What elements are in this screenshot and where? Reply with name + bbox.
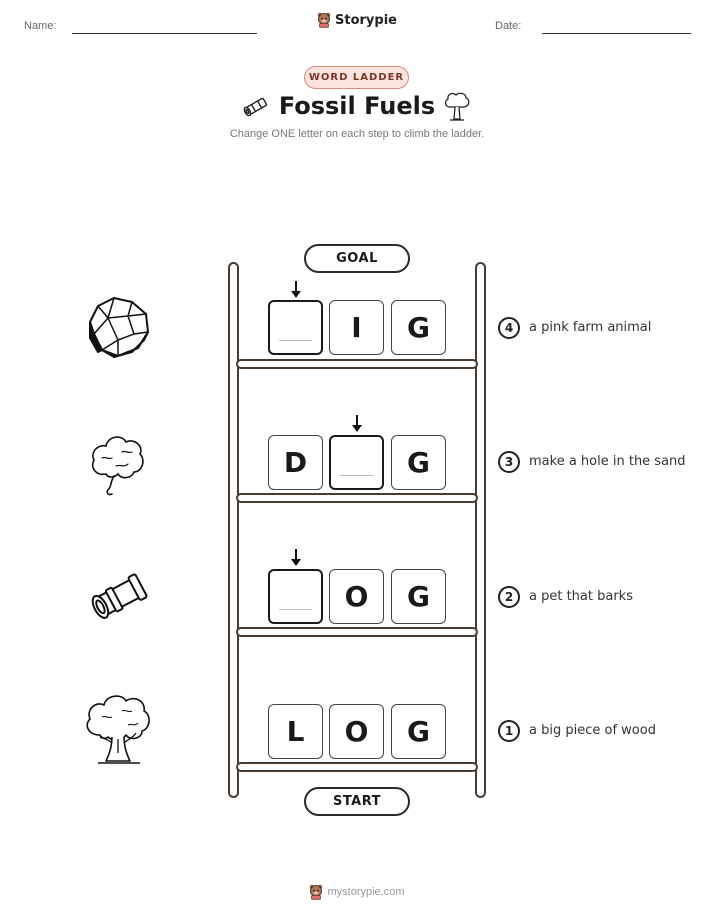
page-title: Fossil Fuels [278, 92, 436, 120]
pipe-icon [91, 573, 148, 619]
activity-badge: WORD LADDER [304, 66, 409, 89]
smoke-icon [91, 436, 144, 496]
step-number: 2 [498, 586, 520, 608]
letter-box-blank[interactable] [329, 435, 384, 490]
letter-box: G [391, 435, 446, 490]
clue-text: a big piece of wood [529, 723, 656, 738]
tree-icon [86, 695, 150, 764]
letter: G [407, 580, 430, 613]
letter-box: O [329, 569, 384, 624]
letter: G [407, 715, 430, 748]
footer: mystorypie.com [0, 884, 714, 900]
storypie-mascot-icon [310, 884, 323, 900]
letter-box: L [268, 704, 323, 759]
ladder-rung [236, 493, 478, 503]
letter-box-blank[interactable] [268, 569, 323, 624]
letter: D [283, 446, 308, 479]
arrow-down-icon [291, 549, 301, 566]
brand-logo: Storypie [0, 12, 714, 28]
start-label: START [304, 787, 410, 816]
step-number: 1 [498, 720, 520, 742]
storypie-mascot-icon [317, 12, 331, 28]
letter-box-blank[interactable] [268, 300, 323, 355]
letter-box: G [391, 300, 446, 355]
letter: I [351, 311, 362, 344]
date-label: Date: [495, 20, 522, 32]
write-line [279, 609, 312, 610]
clue-text: a pet that barks [529, 589, 633, 604]
letter-box: D [268, 435, 323, 490]
arrow-down-icon [291, 281, 301, 298]
ladder-rung [236, 359, 478, 369]
letter-box: G [391, 569, 446, 624]
clue-text: a pink farm animal [529, 320, 652, 335]
step-number: 3 [498, 451, 520, 473]
letter: O [344, 580, 369, 613]
ladder-rung [236, 627, 478, 637]
brand-name: Storypie [335, 12, 397, 28]
ladder-rail-right [475, 262, 486, 798]
letter: O [344, 715, 369, 748]
arrow-down-icon [352, 415, 362, 432]
ladder-rail-left [228, 262, 239, 798]
write-line [340, 475, 373, 476]
goal-label: GOAL [304, 244, 410, 273]
letter: G [407, 446, 430, 479]
write-line [279, 340, 312, 341]
letter: G [407, 311, 430, 344]
letter: L [286, 715, 305, 748]
letter-box: O [329, 704, 384, 759]
tree-small-icon [444, 92, 470, 121]
name-line[interactable] [72, 33, 257, 34]
letter-box: I [329, 300, 384, 355]
instructions: Change ONE letter on each step to climb … [229, 128, 485, 140]
clue-text: make a hole in the sand [529, 454, 686, 469]
name-label: Name: [24, 20, 57, 32]
step-number: 4 [498, 317, 520, 339]
letter-box: G [391, 704, 446, 759]
date-line[interactable] [542, 33, 691, 34]
ladder-rung [236, 762, 478, 772]
footer-url[interactable]: mystorypie.com [327, 886, 405, 898]
pipe-small-icon [243, 97, 268, 117]
coal-icon [89, 297, 149, 358]
